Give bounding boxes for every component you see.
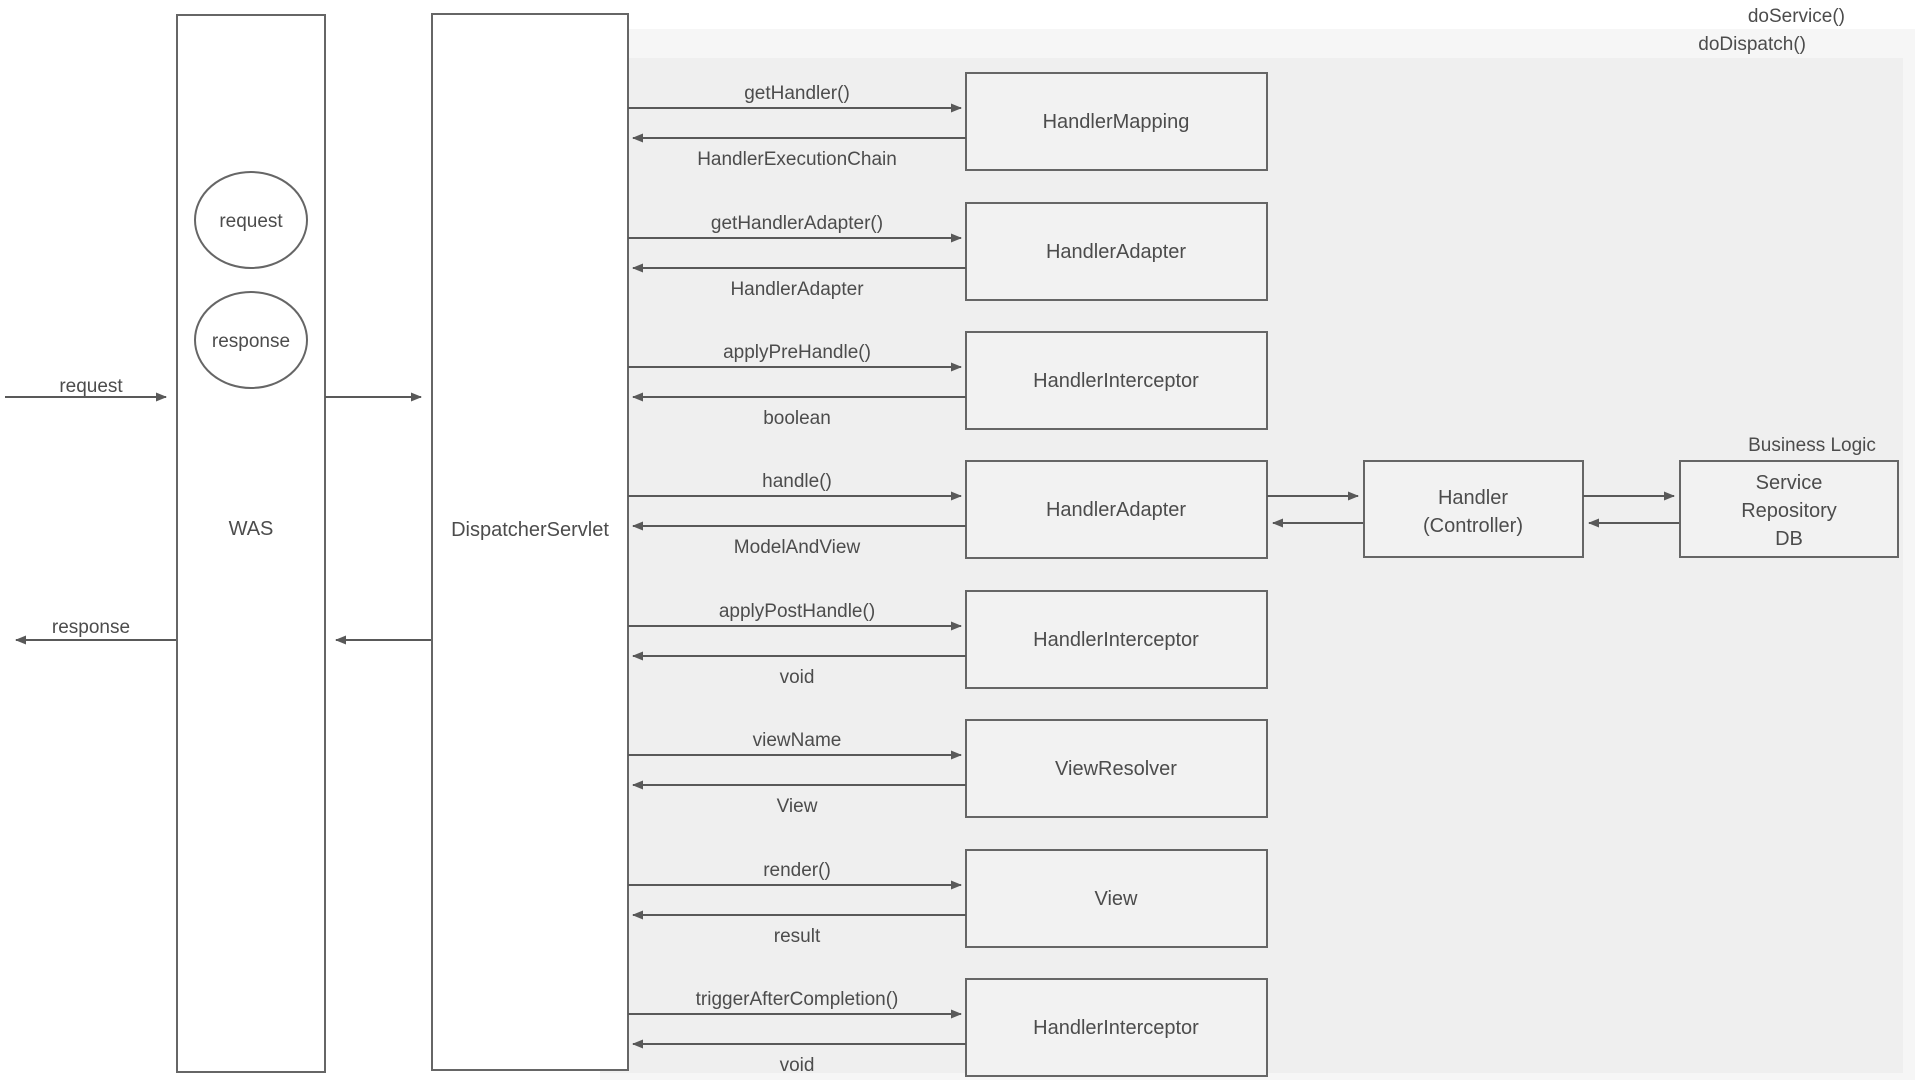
component-label: HandlerInterceptor (1033, 1017, 1199, 1039)
component-label: HandlerMapping (1043, 111, 1190, 133)
sequence-row-interceptor-pre: HandlerInterceptor applyPreHandle() bool… (628, 331, 1268, 430)
sequence-row-interceptor-after-completion: HandlerInterceptor triggerAfterCompletio… (628, 978, 1268, 1077)
call-label: handle() (762, 471, 832, 492)
was-label: WAS (229, 518, 274, 540)
request-object-label: request (219, 211, 283, 232)
handler-label-line2: (Controller) (1423, 515, 1523, 537)
incoming-request-label: request (59, 376, 123, 397)
return-label: View (777, 796, 818, 817)
return-label: HandlerExecutionChain (697, 149, 897, 170)
component-box (965, 202, 1268, 301)
component-label: View (1095, 888, 1139, 910)
business-logic-line-db: DB (1775, 528, 1803, 550)
component-label: ViewResolver (1055, 758, 1177, 780)
response-object-label: response (212, 331, 290, 352)
component-box (965, 590, 1268, 689)
component-label: HandlerInterceptor (1033, 629, 1199, 651)
call-label: getHandlerAdapter() (711, 213, 883, 234)
sequence-row-handler-mapping: HandlerMapping getHandler() HandlerExecu… (628, 72, 1268, 171)
call-label: applyPreHandle() (723, 342, 871, 363)
handler-label-line1: Handler (1438, 487, 1508, 509)
call-label: render() (763, 860, 831, 881)
return-label: HandlerAdapter (730, 279, 864, 300)
response-object-circle (194, 291, 308, 389)
sequence-row-view: View render() result (628, 849, 1268, 948)
return-label: void (780, 1055, 815, 1076)
business-logic-line-repository: Repository (1741, 500, 1837, 522)
do-service-label: doService() (1748, 6, 1845, 27)
sequence-row-handler-adapter-lookup: HandlerAdapter getHandlerAdapter() Handl… (628, 202, 1268, 301)
component-box (965, 978, 1268, 1077)
component-label: HandlerAdapter (1046, 499, 1186, 521)
component-label: HandlerInterceptor (1033, 370, 1199, 392)
call-label: getHandler() (744, 83, 850, 104)
sequence-row-view-resolver: ViewResolver viewName View (628, 719, 1268, 818)
call-label: applyPostHandle() (719, 601, 875, 622)
component-label: HandlerAdapter (1046, 241, 1186, 263)
return-label: result (774, 926, 821, 947)
do-dispatch-label: doDispatch() (1698, 34, 1806, 55)
business-logic: Business Logic Service Repository DB (1679, 435, 1899, 558)
component-box (965, 331, 1268, 430)
component-box (965, 460, 1268, 559)
component-box (965, 719, 1268, 818)
handler-controller: Handler (Controller) (1363, 460, 1584, 558)
request-object-circle (194, 171, 308, 269)
business-logic-title: Business Logic (1748, 435, 1876, 456)
sequence-row-interceptor-post: HandlerInterceptor applyPostHandle() voi… (628, 590, 1268, 689)
return-label: ModelAndView (734, 537, 861, 558)
outgoing-response-label: response (52, 617, 130, 638)
return-label: void (780, 667, 815, 688)
business-logic-box (1679, 460, 1899, 558)
call-label: viewName (753, 730, 842, 751)
business-logic-line-service: Service (1756, 472, 1823, 494)
dispatcher-servlet-label: DispatcherServlet (451, 519, 609, 541)
dispatcher-servlet-lifeline-box (431, 13, 629, 1071)
return-label: boolean (763, 408, 831, 429)
call-label: triggerAfterCompletion() (696, 989, 899, 1010)
handler-controller-box (1363, 460, 1584, 558)
component-box (965, 72, 1268, 171)
component-box (965, 849, 1268, 948)
sequence-row-handle: HandlerAdapter handle() ModelAndView (628, 460, 1268, 559)
